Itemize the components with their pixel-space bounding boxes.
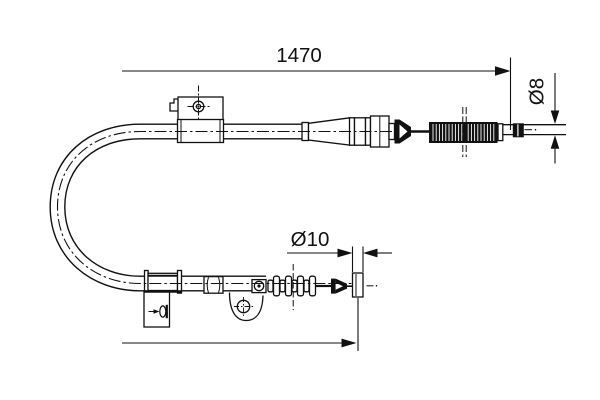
arrowhead-up-icon [550,135,560,149]
plate-fastener-icon [148,304,168,319]
end-pin-bar [351,272,364,298]
dimension-bottom-length [122,298,359,351]
arrowhead-left-icon [363,248,378,258]
diameter-8-label: Ø8 [526,78,549,105]
hook-bracket [228,292,264,322]
adjuster-barrel [203,275,224,294]
overall-length-label: 1470 [276,44,322,67]
spring-end-flange [497,123,504,142]
crimp-fork [394,119,411,144]
arrowhead-right-icon [337,248,353,258]
dimension-diameter-10: Ø10 [287,228,392,272]
arrowhead-right-icon [495,66,511,76]
cable-loop-core [50,124,309,291]
cable-centerline [56,130,392,285]
lower-cable-assembly [143,264,378,328]
cable-loop-outline [49,123,309,292]
dimension-overall-length: 1470 [122,44,512,130]
crimp-fork [331,278,347,294]
diameter-10-label: Ø10 [291,228,330,251]
cable-sheath [49,123,309,292]
bracket-tab [169,98,178,112]
dimension-diameter-8: Ø8 [526,73,560,164]
arrowhead-right-icon [341,338,357,348]
end-cap [512,123,524,138]
sleeve-flange [176,269,183,294]
arrowhead-down-icon [550,110,560,124]
upper-cable-assembly [169,85,566,157]
bellows-boot [267,275,317,297]
